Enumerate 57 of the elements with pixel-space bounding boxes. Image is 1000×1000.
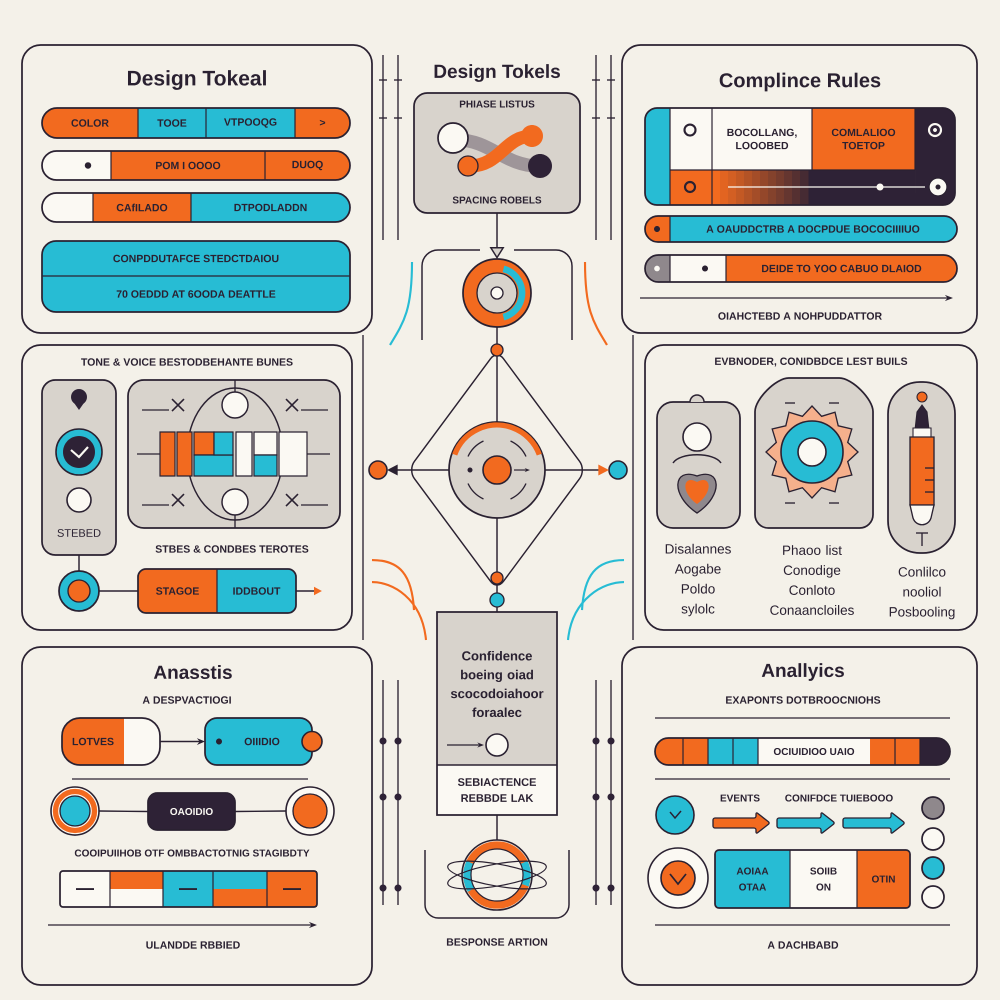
- bar-segment: STAGOE: [138, 569, 217, 613]
- heading: Design Tokels: [434, 64, 560, 82]
- connector-line: [496, 327, 498, 422]
- bar-segment: OCIUIDIOO UAIO: [758, 738, 870, 765]
- target-node: [448, 421, 546, 519]
- connector-line: [78, 555, 80, 571]
- ring-node: [50, 786, 100, 836]
- panel-title: Complince Rules: [720, 72, 880, 92]
- circle-node: [368, 460, 388, 480]
- panel-title: Anallyics: [762, 663, 844, 681]
- description-text: Confidence boeing oiad scocodoiahoor foraalec: [450, 650, 544, 718]
- process-box: OAOIDIO: [147, 792, 236, 831]
- panel-caption: OIAHCTEBD A NOHPUDDATTOR: [718, 312, 882, 320]
- connector-line: [496, 815, 498, 840]
- bar-segment: IDDBOUT: [217, 569, 296, 613]
- bar-segment: >: [295, 108, 350, 138]
- bar-segment: AOIAA OTAA: [715, 850, 790, 908]
- bar-segment: DTPODLADDN: [191, 193, 350, 222]
- card-label: STEBED: [58, 529, 100, 537]
- caption: COOIPUIIHOB OTF OMBBACTOTNIG STAGIBDTY: [74, 849, 310, 857]
- bar-segment: SOIIB ON: [790, 850, 857, 908]
- bar-segment: OTIN: [857, 850, 910, 908]
- panel-title: Anasstis: [154, 665, 232, 679]
- donut-node: [462, 258, 532, 328]
- ring-node: [58, 570, 100, 612]
- panel-title: TONE & VOICE BESTODBEHANTE BUNES: [81, 358, 293, 366]
- panel-subtitle: EXAPONTS DOTBROOCNIOHS: [726, 696, 880, 704]
- bar-segment: DEIDE TO YOO CABUO DLAIOD: [726, 255, 957, 282]
- bar-segment: VTPOOQG: [206, 108, 295, 138]
- node-label: BESPONSE ARTION: [446, 938, 548, 946]
- node-label: Phaoo list Conodige Conloto Conaancloiles: [770, 545, 854, 615]
- panel-caption: ULANDDE RBBIED: [146, 941, 240, 949]
- bar-segment: A OAUDDCTRB A DOCPDUE BOCOCIIIIUO: [670, 216, 957, 242]
- process-box: OIIIDIO: [204, 717, 313, 766]
- connector-line: [99, 810, 148, 812]
- arrow-label: CONIFDCE TUIEBOOO: [785, 794, 893, 802]
- connector-line: [235, 810, 286, 812]
- bar-segment: 70 OEDDD AT 6OODA DEATTLE: [42, 276, 350, 312]
- connector-line: [496, 518, 498, 612]
- panel-title: EVBNODER, CONIDBDCE LEST BUILS: [715, 358, 908, 366]
- bar-segment: COMLALIOO TOETOP: [812, 108, 915, 170]
- card-label: SPACING ROBELS: [452, 196, 542, 204]
- panel-title: Design Tokeal: [128, 70, 266, 90]
- card-label: PHIASE LISTUS: [460, 100, 534, 108]
- circle-node: [608, 460, 628, 480]
- connector-line: [99, 590, 138, 592]
- bar-segment: CONPDDUTAFCE STEDCTDAIOU: [42, 241, 350, 276]
- panel-subtitle: A DESPVACTIOGI: [142, 696, 231, 704]
- panel-caption: A DACHBABD: [768, 941, 838, 949]
- node-label: Conlilco nooliol Posbooling: [890, 566, 954, 620]
- node-label: STBES & CONDBES TEROTES: [156, 545, 308, 553]
- bar-segment: TOOE: [138, 108, 206, 138]
- ring-node: [285, 786, 335, 836]
- arrow-label: EVENTS: [720, 794, 760, 802]
- bar-segment: CAfILADO: [93, 193, 191, 222]
- node-label: Disalannes Aogabe Poldo sylolc: [666, 544, 731, 616]
- footer-text: SEBIACTENCE REBBDE LAK: [458, 778, 536, 802]
